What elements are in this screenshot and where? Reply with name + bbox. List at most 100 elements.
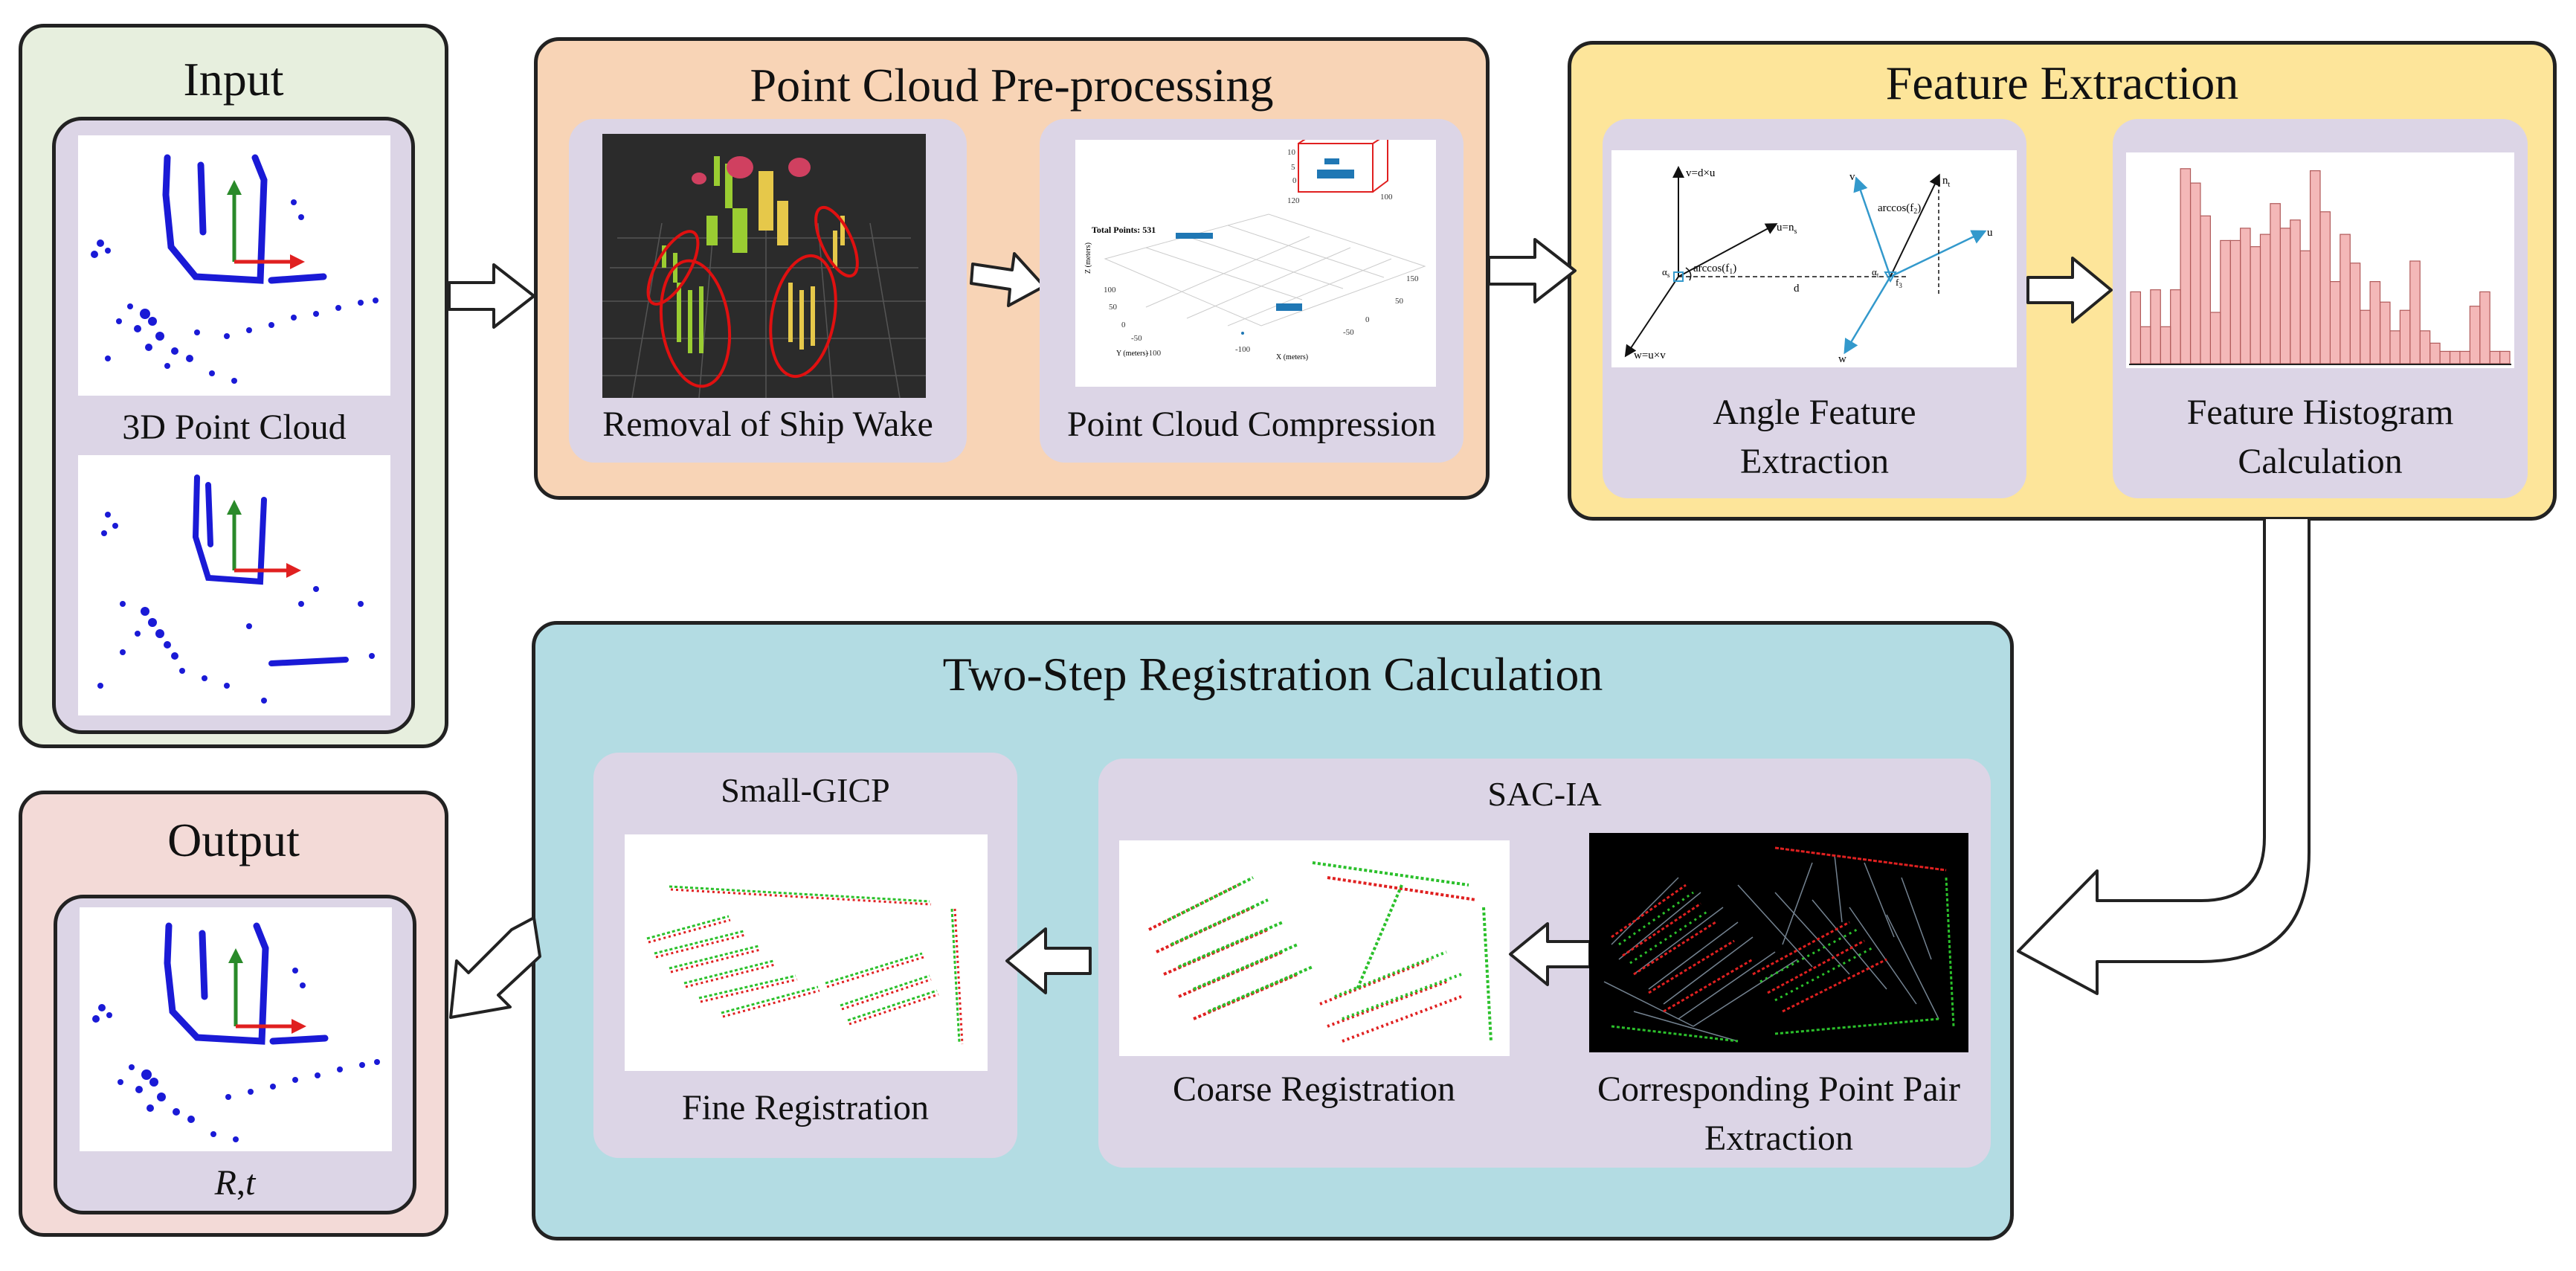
tick: 150 [1406, 274, 1419, 283]
compression-plot-title: Total Points: 531 [1092, 225, 1156, 235]
ship-wake-image [602, 134, 926, 398]
output-scatter-points [92, 968, 380, 1142]
output-caption: R,t [57, 1159, 413, 1208]
tick: 50 [1395, 297, 1404, 306]
histogram-bar-28 [2399, 309, 2411, 364]
histogram-bar-17 [2290, 219, 2301, 364]
small-gicp-card: Small-GICP Fine Registration [593, 753, 1017, 1158]
label-alpha-t: αt [1872, 266, 1879, 279]
angle-caption-1: Angle Feature [1713, 393, 1916, 432]
arrow-wake-to-compression [970, 248, 1046, 307]
arrow-angle-to-histogram [2026, 255, 2114, 326]
histogram-bar-14 [2259, 234, 2271, 364]
point-pair-image [1589, 833, 1968, 1052]
histogram-bar-32 [2439, 350, 2451, 364]
histogram-chart [2129, 168, 2511, 365]
point-cloud-plot-bottom [97, 474, 375, 704]
sac-ia-card: SAC-IA Coarse Registration [1098, 759, 1991, 1168]
arrow-pairs-to-coarse [1506, 921, 1591, 988]
tick: 0 [1365, 315, 1370, 324]
label-arccos1: arccos(f1) [1693, 263, 1736, 276]
histogram-bar-1 [2130, 291, 2142, 364]
label-nt: nt [1942, 175, 1951, 189]
histogram-bar-8 [2200, 215, 2211, 364]
tick: -100 [1146, 349, 1162, 358]
histogram-image [2126, 152, 2514, 368]
point-cloud-image-top [78, 135, 390, 396]
histogram-bar-24 [2360, 309, 2371, 364]
histogram-bar-38 [2499, 350, 2511, 364]
ship-wake-caption: Removal of Ship Wake [602, 405, 933, 444]
histogram-bar-11 [2229, 239, 2241, 364]
registration-panel: Two-Step Registration Calculation Small-… [532, 621, 2014, 1241]
fine-registration-image [625, 834, 988, 1071]
feature-title: Feature Extraction [1885, 57, 2239, 109]
point-pair-plot [1603, 846, 1955, 1043]
histogram-bar-26 [2379, 301, 2391, 364]
registration-title: Two-Step Registration Calculation [942, 648, 1603, 701]
ship-wake-card: Removal of Ship Wake [569, 119, 967, 463]
feature-panel: Feature Extraction v=d×u [1568, 41, 2557, 521]
compression-image: Total Points: 531 Z (meters) Y (meters) … [1075, 140, 1436, 387]
angle-image: v=d×u u=ns w=u×v arccos(f1) αs d arccos(… [1611, 150, 2017, 367]
tick: 100 [1380, 193, 1393, 202]
input-panel: Input [19, 24, 448, 748]
fine-registration-caption: Fine Registration [682, 1088, 929, 1127]
histogram-bar-9 [2209, 312, 2221, 364]
histogram-caption-2: Calculation [2238, 442, 2403, 481]
tick: 0 [1292, 176, 1297, 185]
tick: -50 [1343, 328, 1354, 337]
compression-z-label: Z (meters) [1084, 242, 1092, 274]
point-cloud-plot-top [91, 154, 379, 384]
histogram-bar-21 [2329, 281, 2341, 364]
compression-y-label: Y (meters) [1116, 350, 1148, 358]
coarse-registration-image [1119, 840, 1510, 1056]
input-caption: 3D Point Cloud [122, 408, 347, 447]
label-wr: w [1838, 353, 1846, 365]
tick: 120 [1287, 196, 1300, 205]
histogram-bar-6 [2180, 168, 2192, 364]
pair-caption-2: Extraction [1704, 1119, 1853, 1158]
pair-caption-1: Corresponding Point Pair [1597, 1069, 1960, 1109]
angle-diagram: v=d×u u=ns w=u×v arccos(f1) αs d arccos(… [1624, 166, 1993, 365]
histogram-bar-31 [2430, 342, 2441, 364]
histogram-bar-16 [2279, 228, 2291, 364]
compression-x-label: X (meters) [1276, 353, 1308, 361]
histogram-bar-34 [2459, 350, 2470, 364]
histogram-bar-22 [2340, 234, 2351, 364]
histogram-caption-1: Feature Histogram [2186, 393, 2454, 432]
point-cloud-image-bottom [78, 455, 390, 715]
output-title: Output [167, 814, 300, 866]
arrow-registration-to-output [446, 913, 543, 1025]
axis-icon-bottom [227, 500, 301, 578]
histogram-bar-18 [2299, 250, 2311, 364]
histogram-bar-3 [2150, 289, 2161, 364]
preprocessing-title: Point Cloud Pre-processing [750, 59, 1274, 112]
histogram-bar-30 [2419, 330, 2431, 364]
axis-icon-top [227, 180, 305, 269]
compression-plot: Total Points: 531 Z (meters) Y (meters) … [1084, 140, 1426, 361]
label-ur: u [1987, 227, 1993, 239]
yellow-points [759, 171, 845, 350]
fine-registration-plot [646, 885, 964, 1045]
histogram-bar-35 [2469, 306, 2481, 364]
histogram-bar-15 [2270, 203, 2281, 364]
histogram-bar-27 [2389, 330, 2400, 364]
label-arccos2: arccos(f2) [1878, 202, 1921, 216]
sac-ia-heading: SAC-IA [1487, 775, 1602, 813]
compression-caption: Point Cloud Compression [1066, 405, 1437, 444]
histogram-bar-23 [2349, 263, 2361, 364]
output-caption-separator: , [236, 1163, 245, 1203]
wake-ellipses [646, 205, 859, 388]
arrow-input-to-preprocessing [448, 262, 537, 330]
output-axis-icon [228, 948, 306, 1034]
histogram-bar-20 [2319, 211, 2331, 364]
arrow-feature-to-registration [2008, 518, 2320, 1001]
output-panel: Output [19, 791, 448, 1237]
histogram-bar-37 [2489, 350, 2501, 364]
output-point-cloud-plot [92, 922, 380, 1142]
histogram-bar-36 [2479, 291, 2490, 364]
input-inner: 3D Point Cloud [52, 117, 415, 734]
histogram-bar-4 [2160, 326, 2171, 364]
angle-caption-2: Extraction [1740, 442, 1889, 481]
